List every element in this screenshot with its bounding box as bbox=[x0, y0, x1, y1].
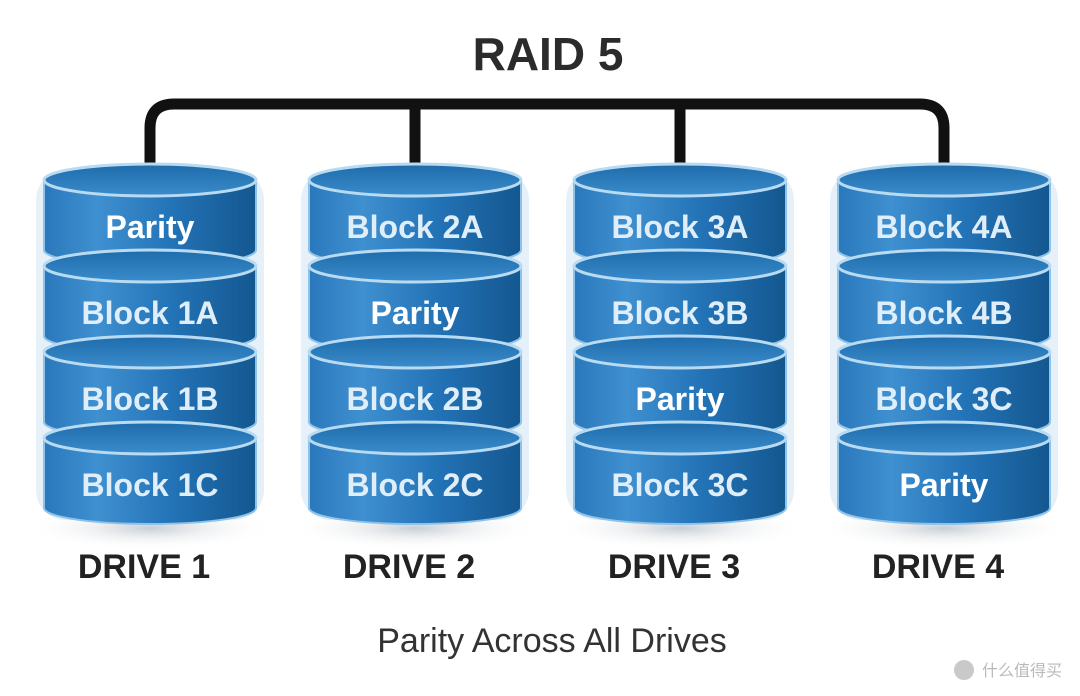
drive-label: DRIVE 2 bbox=[343, 548, 475, 586]
diagram-caption: Parity Across All Drives bbox=[377, 622, 727, 660]
segment-cap bbox=[572, 248, 788, 284]
segment-cap bbox=[572, 334, 788, 370]
segment-body bbox=[573, 437, 787, 525]
segment-cap bbox=[307, 420, 523, 456]
drive-segment: Block 2C bbox=[307, 420, 523, 525]
drive-segment: Block 3B bbox=[572, 248, 788, 353]
drive-segment: Parity bbox=[42, 162, 258, 267]
segment-cap bbox=[572, 162, 788, 198]
segment-cap bbox=[307, 248, 523, 284]
segment-body bbox=[43, 437, 257, 525]
segment-cap bbox=[307, 334, 523, 370]
data-block-label: Block 2A bbox=[347, 209, 484, 245]
data-block-label: Block 3A bbox=[612, 209, 749, 245]
drive-segment: Parity bbox=[572, 334, 788, 439]
data-block-label: Block 1C bbox=[82, 467, 219, 503]
watermark-logo-icon bbox=[954, 660, 974, 680]
drive-segment: Block 1A bbox=[42, 248, 258, 353]
diagram-title: RAID 5 bbox=[473, 28, 624, 80]
drive-segment: Block 2B bbox=[307, 334, 523, 439]
drive-segment: Block 3C bbox=[572, 420, 788, 525]
segment-cap bbox=[42, 420, 258, 456]
segment-cap bbox=[42, 334, 258, 370]
segment-cap bbox=[42, 248, 258, 284]
segment-cap bbox=[836, 248, 1052, 284]
watermark: 什么值得买 bbox=[954, 660, 1062, 680]
data-block-label: Block 3C bbox=[612, 467, 749, 503]
drive-label: DRIVE 1 bbox=[78, 548, 210, 586]
data-block-label: Block 3C bbox=[876, 381, 1013, 417]
drive-segment: Block 4B bbox=[836, 248, 1052, 353]
drive-segment: Block 3C bbox=[836, 334, 1052, 439]
data-block-label: Block 3B bbox=[612, 295, 749, 331]
drive-label: DRIVE 3 bbox=[608, 548, 740, 586]
parity-block-label: Parity bbox=[371, 295, 460, 331]
data-block-label: Block 4A bbox=[876, 209, 1013, 245]
segment-cap bbox=[307, 162, 523, 198]
data-block-label: Block 4B bbox=[876, 295, 1013, 331]
drive-segment: Block 2A bbox=[307, 162, 523, 267]
parity-block-label: Parity bbox=[900, 467, 989, 503]
segment-cap bbox=[42, 162, 258, 198]
data-block-label: Block 2B bbox=[347, 381, 484, 417]
segment-body bbox=[308, 437, 522, 525]
drive-segment: Parity bbox=[836, 420, 1052, 525]
drive-segment: Block 3A bbox=[572, 162, 788, 267]
data-block-label: Block 1A bbox=[82, 295, 219, 331]
drive-segment: Block 1B bbox=[42, 334, 258, 439]
parity-block-label: Parity bbox=[106, 209, 195, 245]
data-block-label: Block 2C bbox=[347, 467, 484, 503]
data-block-label: Block 1B bbox=[82, 381, 219, 417]
segment-cap bbox=[836, 420, 1052, 456]
segment-cap bbox=[836, 162, 1052, 198]
segment-cap bbox=[572, 420, 788, 456]
segment-cap bbox=[836, 334, 1052, 370]
drive-segment: Block 4A bbox=[836, 162, 1052, 267]
drive-segment: Block 1C bbox=[42, 420, 258, 525]
segment-body bbox=[837, 437, 1051, 525]
connector-bus bbox=[144, 98, 950, 170]
drive-segment: Parity bbox=[307, 248, 523, 353]
parity-block-label: Parity bbox=[636, 381, 725, 417]
drive-label: DRIVE 4 bbox=[872, 548, 1004, 586]
watermark-text: 什么值得买 bbox=[982, 661, 1062, 680]
